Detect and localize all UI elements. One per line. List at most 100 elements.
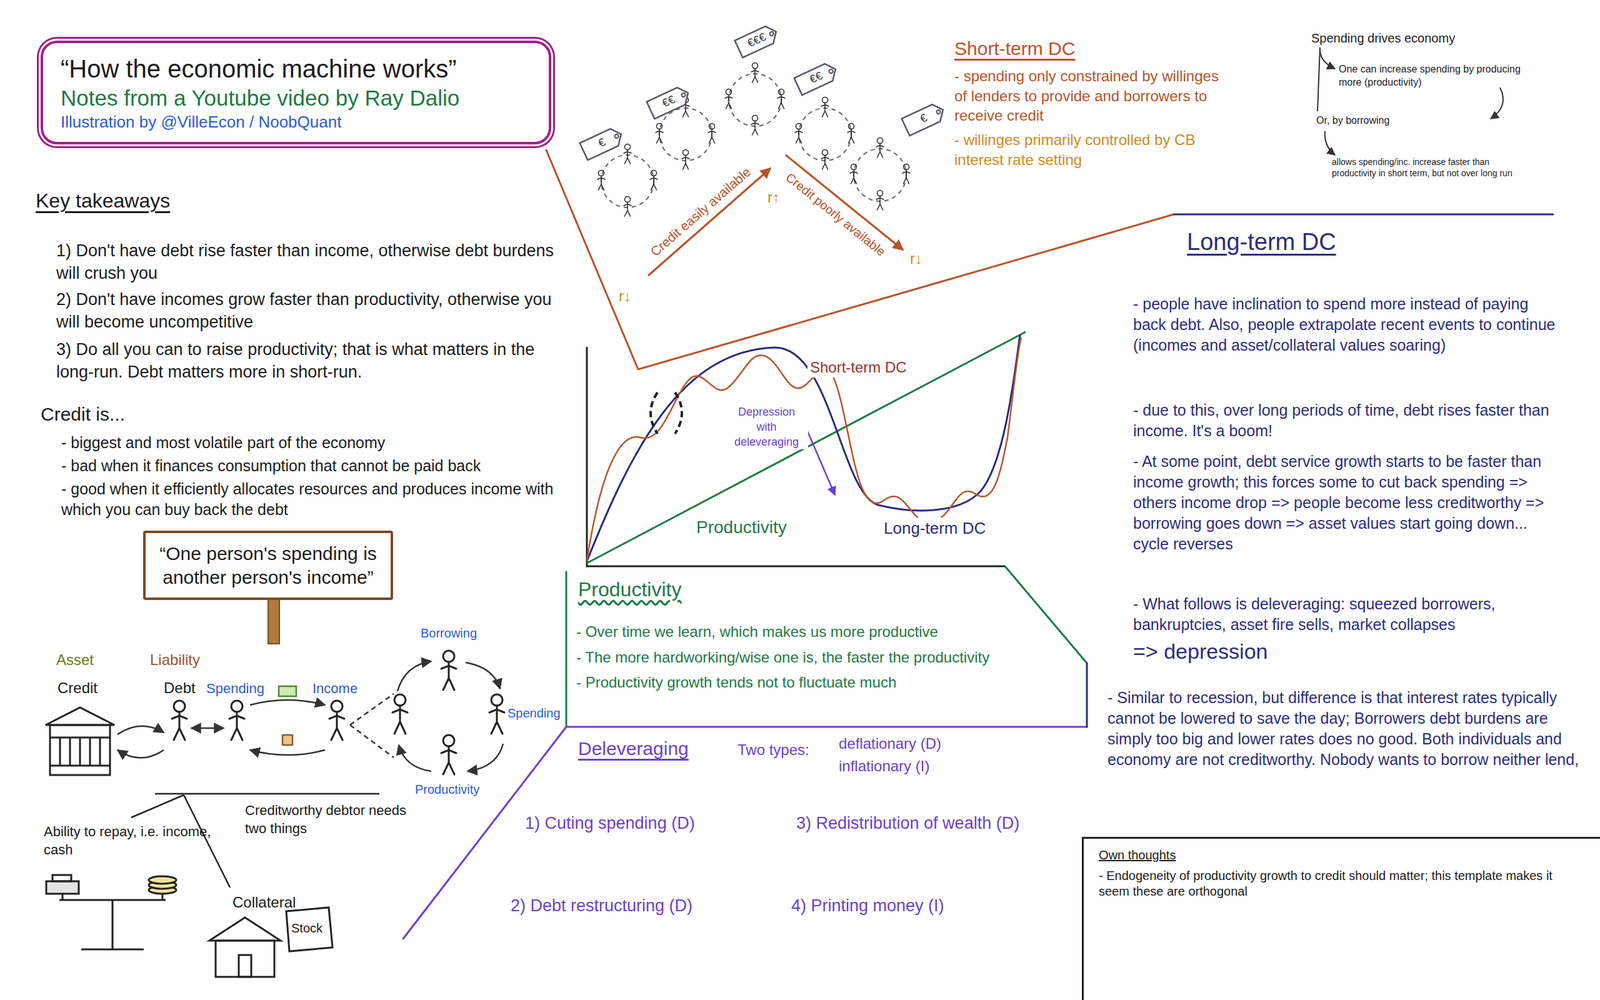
borrowing-label: Borrowing [420, 625, 477, 642]
section-heading: Productivity [578, 576, 682, 603]
region-lines [546, 150, 1174, 370]
spending-label: Spending [206, 679, 265, 698]
side-arrows [1490, 87, 1504, 119]
scale-icon [52, 875, 72, 882]
chart-label: Long-term DC [881, 517, 989, 539]
debtor-note: Creditworthy debtor needs two things [245, 801, 408, 838]
people-figures [441, 650, 457, 690]
ltdc-note: - What follows is deleveraging: squeezed… [1133, 593, 1565, 635]
price-tags [794, 60, 840, 95]
house-icon [238, 955, 252, 977]
cycle-chart [586, 335, 1020, 562]
side-arrows [1317, 47, 1320, 112]
section-heading: Credit is... [40, 401, 125, 427]
takeaway-item: 2) Don't have incomes grow faster than p… [56, 288, 557, 334]
takeaway-item: 3) Do all you can to raise productivity;… [56, 338, 557, 384]
asset-label: Asset [56, 650, 94, 670]
ltdc-note: - Similar to recession, but difference i… [1107, 687, 1583, 770]
liability-label: Liability [150, 650, 200, 670]
title-text: “How the economic machine works” [60, 53, 532, 85]
subtitle-text: Notes from a Youtube video by Ray Dalio [60, 84, 532, 112]
flow-arrows [398, 745, 432, 772]
debtor-tree [155, 793, 380, 795]
cycle-chart [586, 331, 1026, 564]
flow-arrows [250, 750, 325, 755]
house-icon [215, 940, 275, 977]
flow-arrows [117, 750, 164, 759]
debtor-tree [131, 795, 184, 818]
house-icon [209, 917, 281, 941]
scale-icon [148, 876, 177, 884]
region-lines [565, 571, 568, 727]
money-icons [278, 686, 297, 697]
side-arrows [1325, 131, 1335, 155]
price-tags [735, 23, 780, 58]
ltdc-note: - At some point, debt service growth sta… [1133, 451, 1565, 555]
people-figures [229, 700, 245, 740]
deleveraging-step: 2) Debt restructuring (D) [510, 895, 693, 918]
repay-note: Ability to repay, i.e. income, cash [43, 822, 213, 859]
flow-arrows [397, 661, 432, 692]
section-heading: Key takeaways [35, 187, 170, 214]
notes-text: - Endogeneity of productivity growth to … [1098, 868, 1585, 900]
side-arrows [1320, 47, 1335, 69]
ltdc-note: => depression [1133, 637, 1269, 666]
section-heading: Long-term DC [1186, 226, 1337, 258]
scale-icon [46, 881, 79, 894]
stock-paper [286, 907, 333, 952]
deleveraging-note: Two types: [737, 740, 810, 760]
cycle-chart [650, 392, 682, 434]
sidenote: allows spending/inc. increase faster tha… [1331, 156, 1514, 180]
scale-icon [46, 875, 177, 950]
price-tags [901, 101, 947, 136]
house-icon [209, 917, 281, 977]
sidenote: Or, by borrowing [1316, 113, 1390, 127]
arrow-label: Credit easily available [646, 163, 755, 261]
stdc-note: - willinges primarily controlled by CB i… [954, 130, 1230, 170]
region-lines [1086, 663, 1089, 727]
cycle-chart [807, 431, 835, 495]
credit-text: Illustration by @VilleEcon / NoobQuant [60, 111, 532, 133]
flow-arrows [250, 700, 325, 705]
money-icons [278, 686, 297, 745]
deleveraging-step: 4) Printing money (I) [791, 895, 945, 918]
credit-arrows [785, 155, 904, 250]
rate-label: r↑ [767, 187, 780, 208]
income-label: Income [312, 679, 358, 698]
stock-label: Stock [291, 920, 323, 937]
flow-arrows [117, 661, 504, 772]
productivity-label: Productivity [415, 781, 480, 798]
bank-icon [45, 707, 115, 775]
price-tags [580, 125, 625, 160]
people-figures [329, 700, 345, 740]
chart-label: Productivity [693, 516, 790, 540]
cycle-chart [586, 331, 1026, 567]
arrow-label: Credit poorly available [782, 168, 889, 260]
chart-label: Short-term DC [807, 357, 910, 378]
deleveraging-note: inflationary (I) [838, 756, 930, 777]
credit-rings [597, 144, 658, 217]
flow-arrows [465, 662, 500, 689]
price-tags [646, 84, 692, 119]
sign-board: “One person's spending is another person… [143, 530, 394, 600]
quote-text: “One person's spending is another person… [158, 541, 379, 589]
bank-icon [50, 725, 110, 775]
people-figures [171, 700, 187, 740]
ltdc-note: - people have inclination to spend more … [1133, 293, 1565, 356]
flow-arrows [467, 743, 504, 772]
title-box: “How the economic machine works”Notes fr… [40, 40, 552, 145]
credit-rings [795, 97, 855, 170]
notes-heading: Own thoughts [1098, 847, 1585, 864]
flow-arrows [350, 693, 394, 758]
takeaway-item: 1) Don't have debt rise faster than inco… [56, 240, 557, 285]
side-arrows [1317, 47, 1504, 155]
bank-icon [50, 737, 110, 766]
deleveraging-note: deflationary (D) [838, 733, 942, 754]
debt-label: Debt [163, 678, 196, 699]
scale-icon [59, 893, 166, 950]
price-tags [580, 23, 947, 160]
credit-note: - bad when it finances consumption that … [61, 455, 481, 477]
people-figures [489, 694, 505, 734]
credit-rings [850, 138, 910, 211]
